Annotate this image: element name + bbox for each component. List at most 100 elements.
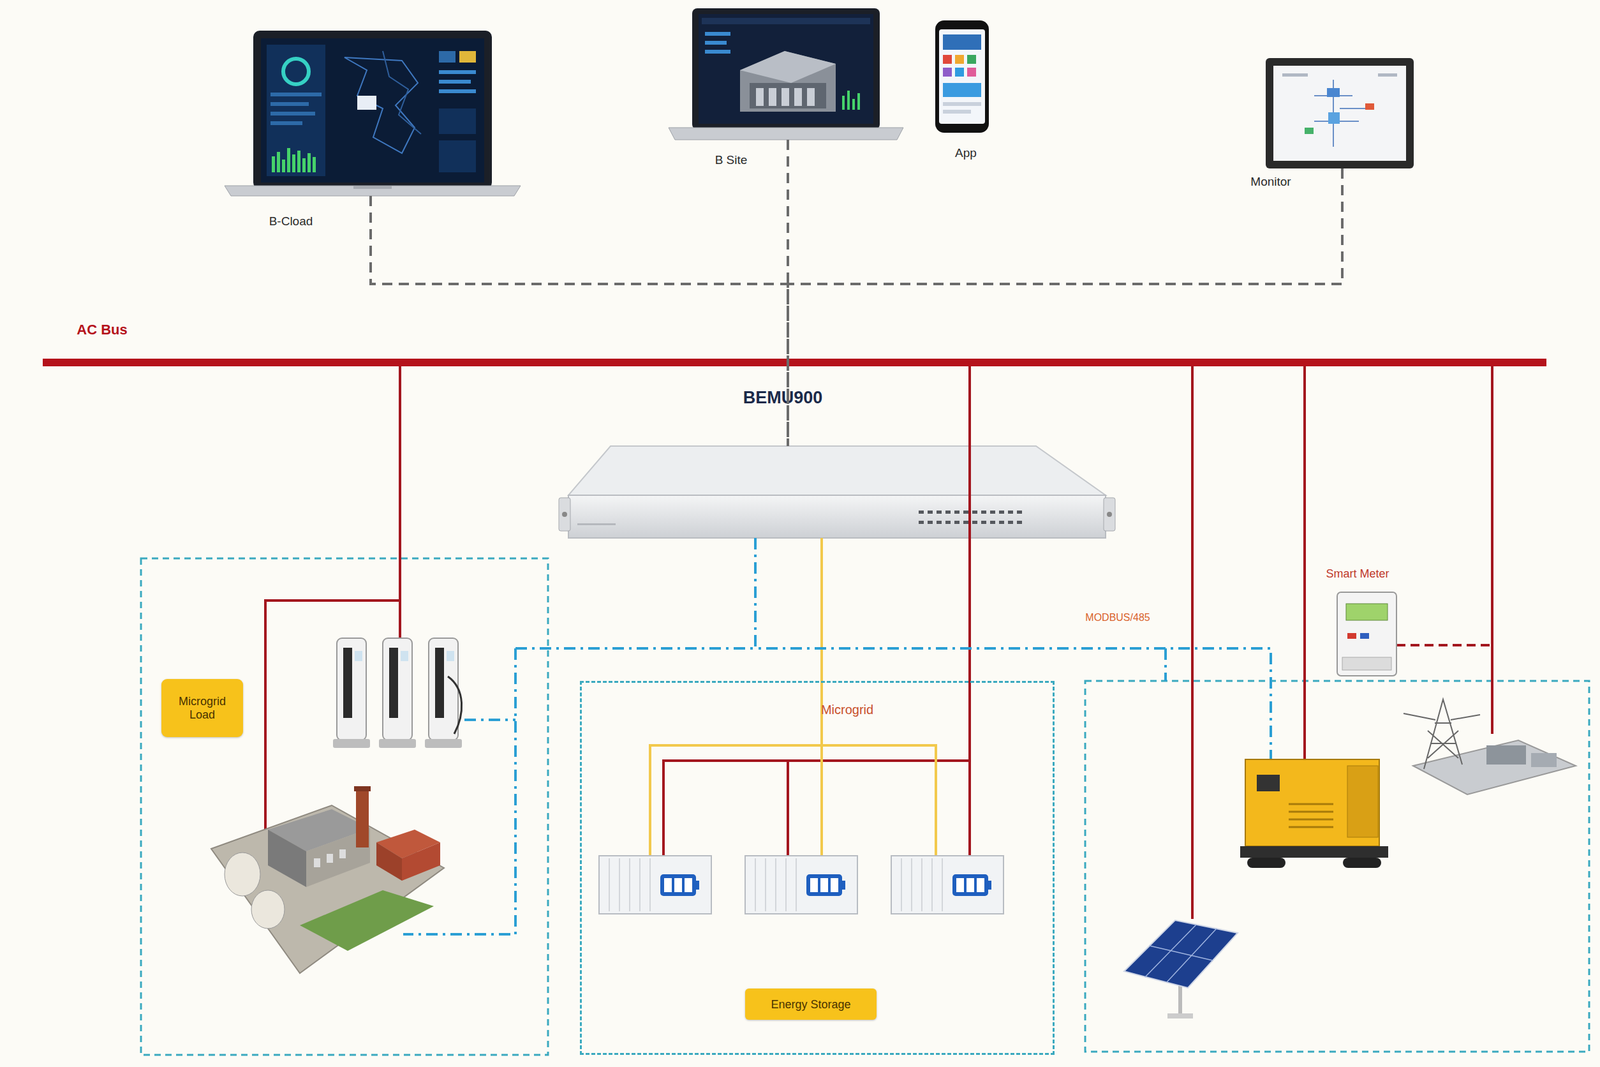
battery-container <box>660 874 697 896</box>
bus-label: AC Bus <box>76 321 127 338</box>
communication-wire <box>515 646 756 650</box>
generator-illustration <box>1240 845 1389 858</box>
phone-illustration <box>935 20 989 133</box>
charger-illustration <box>354 650 363 661</box>
monitor-illustration <box>1304 127 1314 134</box>
charger-illustration <box>446 650 455 661</box>
factory-illustration <box>376 842 402 881</box>
power-wire <box>663 760 970 856</box>
battery-container <box>976 877 985 892</box>
laptop-illustration <box>740 51 836 112</box>
phone-illustration <box>935 20 989 133</box>
meter-node: Smart Meter <box>1337 592 1397 676</box>
charger-illustration <box>378 738 416 748</box>
phone-illustration <box>942 102 982 106</box>
laptop-illustration <box>781 88 790 106</box>
battery-container <box>755 858 797 912</box>
generator-illustration <box>1347 765 1378 838</box>
laptop-illustration <box>270 121 303 126</box>
substation-illustration <box>1403 699 1576 795</box>
controller-illustration <box>558 497 571 531</box>
laptop-illustration <box>357 95 377 110</box>
laptop-illustration <box>266 44 326 177</box>
node-text: App <box>955 146 977 161</box>
controller-illustration <box>945 520 951 524</box>
laptop-illustration <box>794 88 802 106</box>
charger-illustration <box>336 637 367 741</box>
laptop-illustration <box>276 151 281 173</box>
substation-illustration <box>1413 740 1576 795</box>
substation-illustration <box>1486 745 1526 765</box>
phone-node: App <box>933 20 991 133</box>
factory-illustration <box>251 889 285 929</box>
meter-illustration <box>1346 603 1388 621</box>
laptop-illustration <box>312 156 316 173</box>
laptop-illustration <box>438 89 476 94</box>
laptop-illustration <box>692 8 880 130</box>
group-outline <box>1085 680 1590 1052</box>
controller-illustration <box>972 520 978 524</box>
controller-illustration <box>562 511 568 517</box>
control-wire <box>820 537 823 856</box>
generator-illustration <box>1288 803 1334 827</box>
laptop-illustration <box>807 88 815 106</box>
meter-illustration <box>1337 592 1397 676</box>
battery-container <box>891 855 1004 914</box>
monitor-illustration <box>1326 88 1340 97</box>
laptop-illustration <box>698 14 874 124</box>
substation-illustration <box>1531 752 1557 767</box>
laptop-illustration <box>302 158 306 173</box>
laptop-illustration <box>344 57 418 154</box>
node-text: Energy Storage <box>770 997 851 1012</box>
battery-container <box>810 877 818 892</box>
communication-wire <box>1164 648 1167 681</box>
control-wire <box>650 745 936 856</box>
generator-illustration <box>1240 759 1389 868</box>
phone-illustration <box>967 67 977 77</box>
laptop-illustration <box>704 40 727 45</box>
monitor-illustration <box>1265 58 1414 169</box>
laptop-illustration <box>768 88 777 106</box>
dashed-link <box>786 139 790 446</box>
monitor-illustration <box>1314 79 1372 147</box>
factory-illustration <box>224 852 261 896</box>
factory-illustration <box>267 829 307 887</box>
protocol-label: MODBUS/485 <box>1085 611 1150 624</box>
monitor-illustration <box>1282 73 1308 77</box>
dashed-link <box>787 168 1343 446</box>
factory-illustration <box>401 842 441 881</box>
controller-illustration <box>972 510 978 514</box>
controller-illustration <box>1016 510 1023 514</box>
laptop-illustration <box>459 51 476 63</box>
battery-container <box>830 877 839 892</box>
laptop-illustration <box>852 98 855 110</box>
laptop-illustration <box>438 70 476 75</box>
controller-illustration <box>568 495 1106 538</box>
power-wire <box>398 366 402 638</box>
battery-container <box>988 880 992 890</box>
laptop-illustration <box>701 17 871 25</box>
charger-illustration <box>447 676 462 734</box>
laptop-illustration <box>224 185 521 196</box>
controller-illustration <box>918 510 924 514</box>
laptop-illustration <box>668 127 904 140</box>
laptop-illustration <box>847 90 850 110</box>
laptop-illustration <box>260 38 485 183</box>
factory-illustration <box>313 858 321 867</box>
monitor-illustration <box>1377 73 1398 77</box>
factory-illustration <box>355 785 369 848</box>
dashed-link <box>370 195 788 446</box>
solar-panel-illustration <box>1124 919 1238 1019</box>
battery-container <box>966 877 975 892</box>
battery-container <box>696 880 700 890</box>
phone-illustration <box>942 54 952 64</box>
monitor-illustration <box>1365 103 1375 110</box>
power-wire <box>1303 366 1306 760</box>
charger-illustration <box>424 738 462 748</box>
charger-illustration <box>333 637 462 748</box>
phone-illustration <box>939 29 986 124</box>
controller-illustration <box>1007 510 1014 514</box>
controller-illustration <box>1016 520 1023 524</box>
generator-illustration <box>1247 857 1286 868</box>
power-wire <box>1490 366 1494 734</box>
